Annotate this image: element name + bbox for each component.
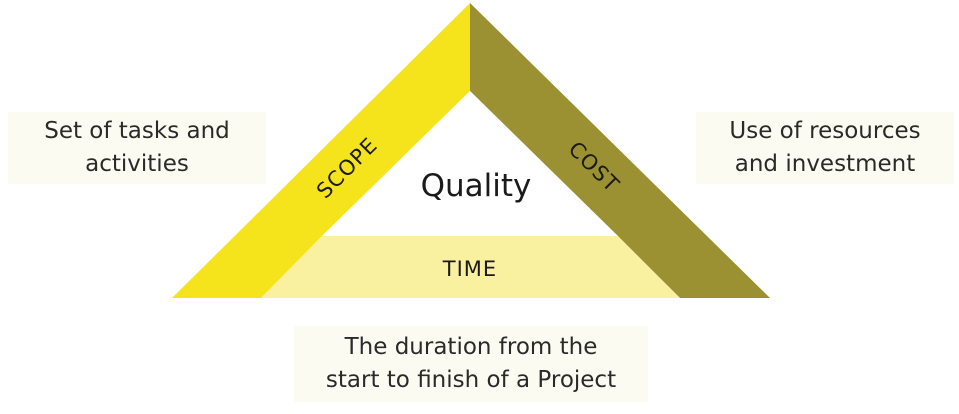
time-description-line2: start to finish of a Project: [325, 367, 617, 393]
cost-description-line1: Use of resources: [729, 118, 921, 144]
time-label: TIME: [442, 257, 497, 281]
time-description: The duration from the start to finish of…: [294, 326, 648, 402]
inner-triangle: [322, 91, 618, 236]
cost-side: [470, 3, 770, 298]
scope-description-line1: Set of tasks and: [44, 118, 230, 144]
time-side: [261, 236, 680, 298]
scope-description: Set of tasks and activities: [8, 112, 266, 184]
time-description-line1: The duration from the: [344, 334, 598, 360]
scope-description-line2: activities: [85, 151, 189, 177]
scope-side: [172, 3, 470, 298]
cost-description: Use of resources and investment: [696, 112, 954, 184]
cost-description-line2: and investment: [734, 151, 916, 177]
quality-label: Quality: [421, 168, 532, 204]
